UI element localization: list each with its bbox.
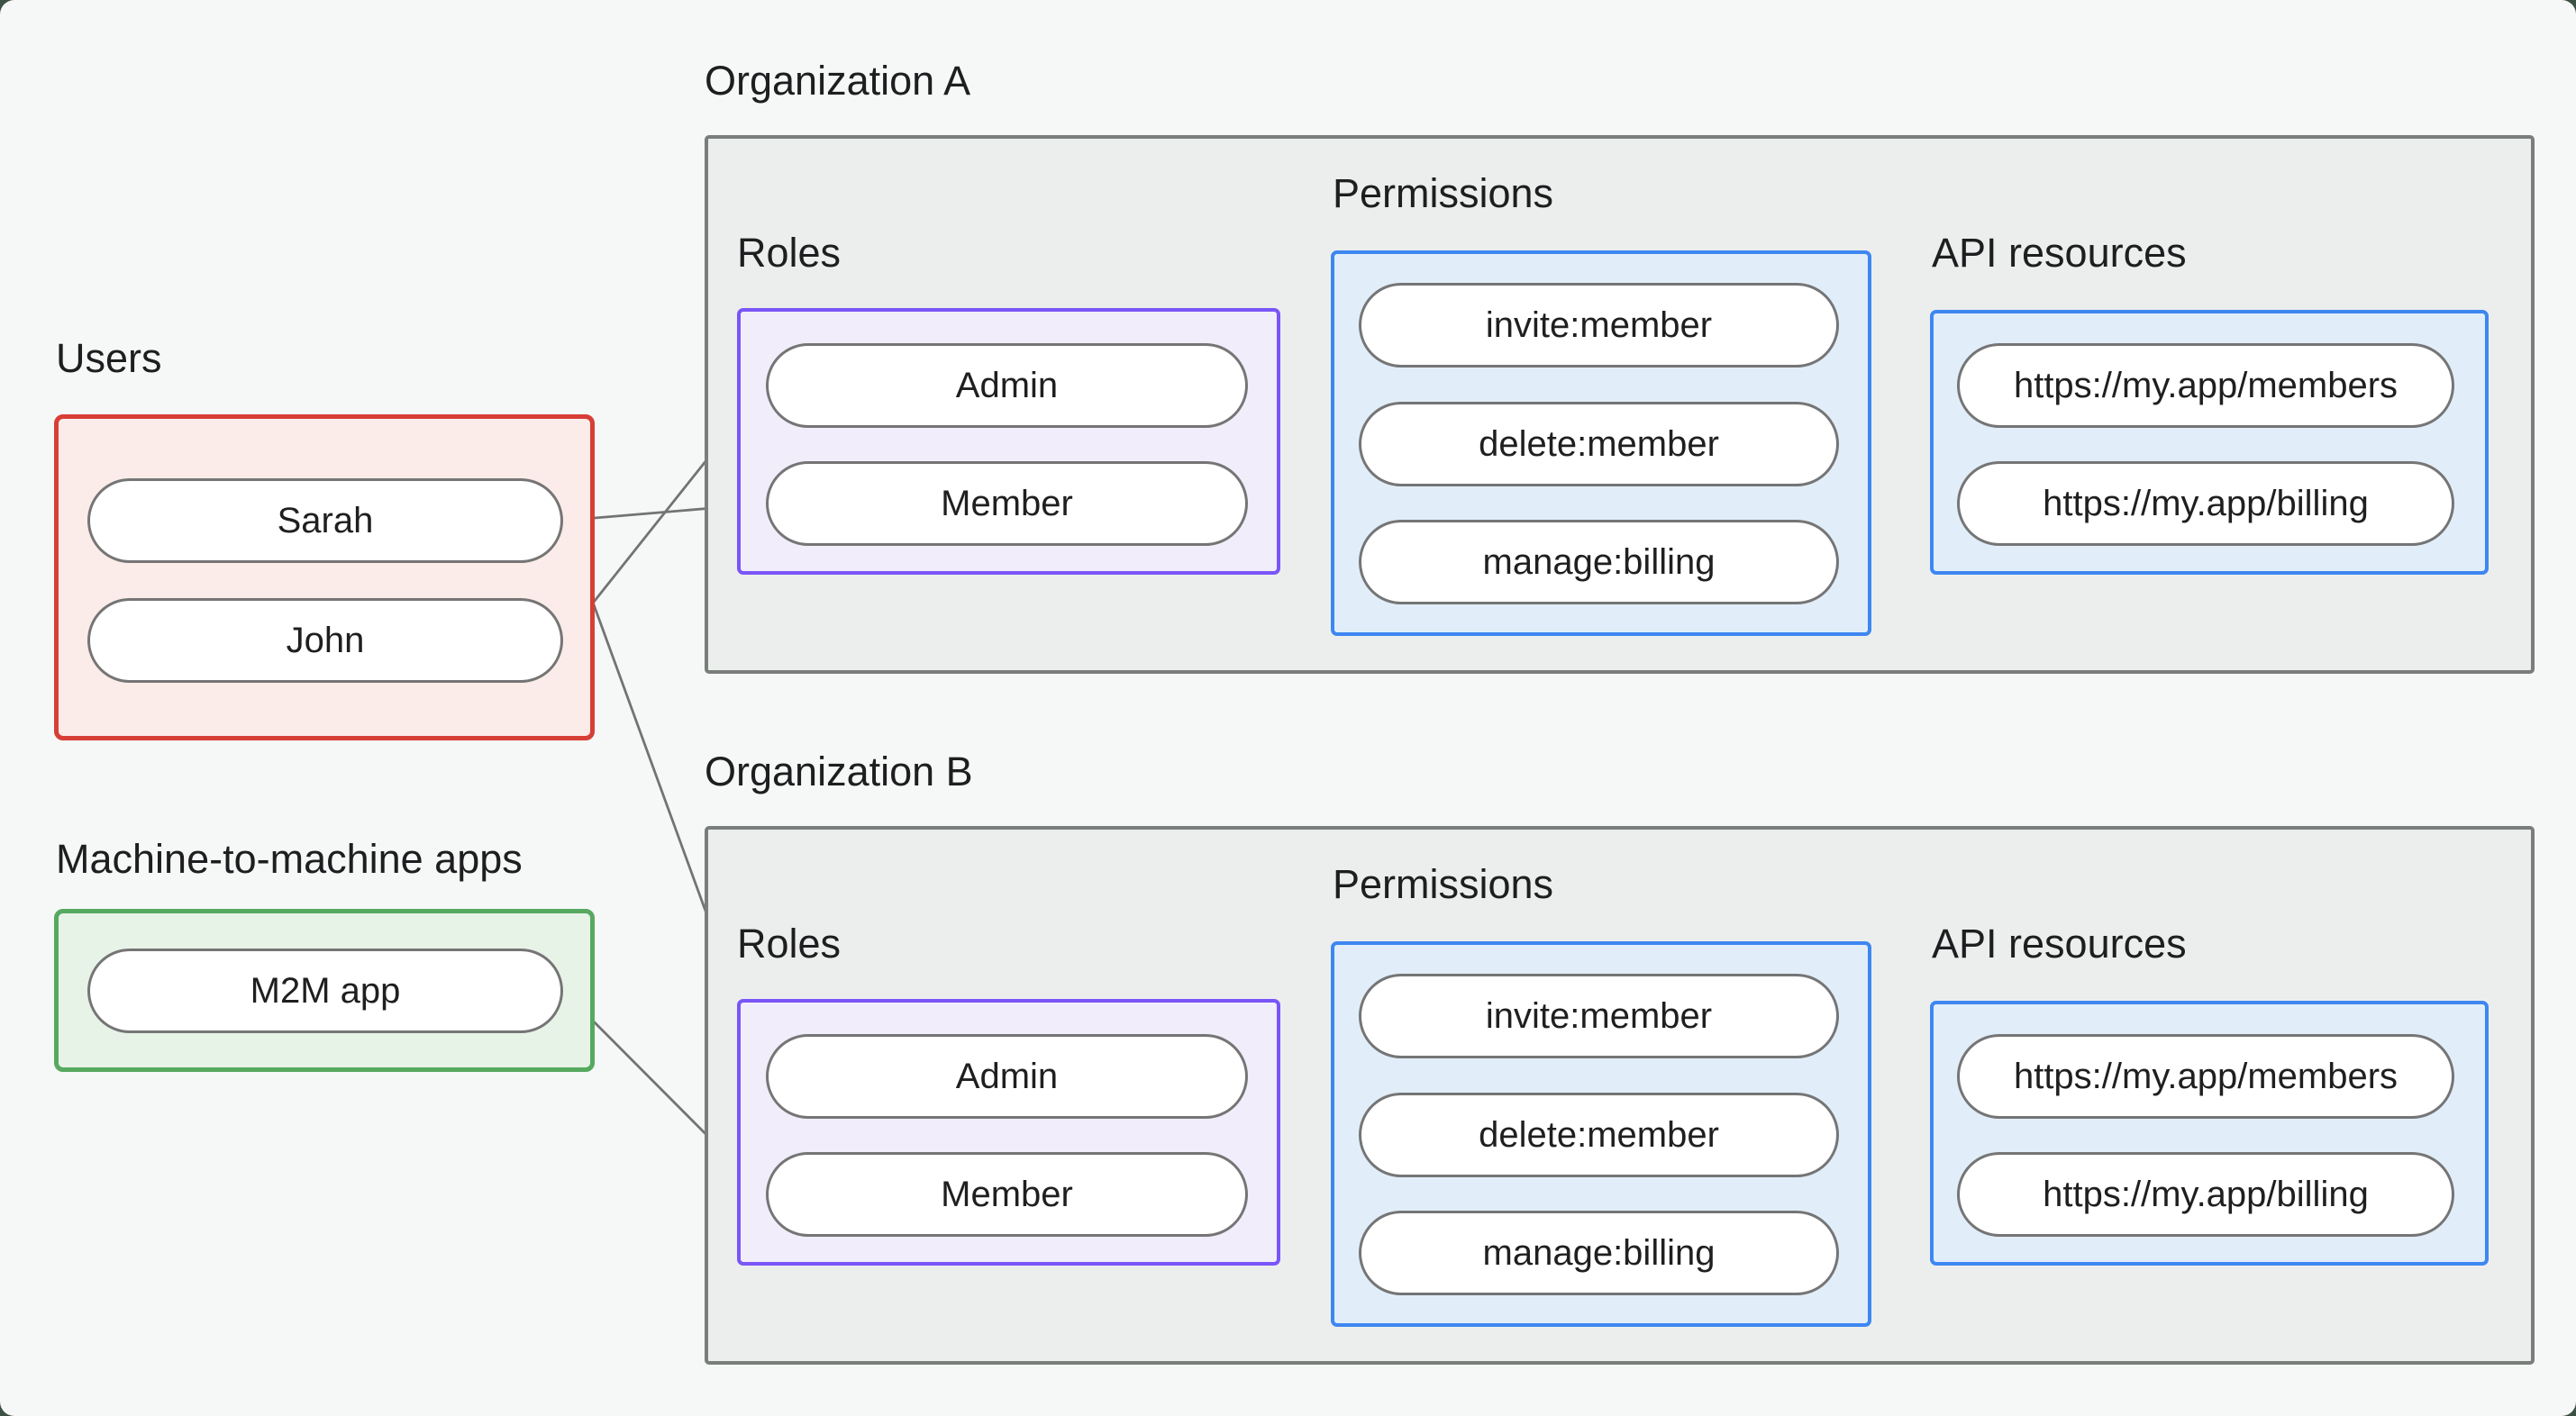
org-b-api-billing: https://my.app/billing xyxy=(1957,1152,2454,1237)
org-b-permissions-label: Permissions xyxy=(1333,861,1554,907)
org-a-role-admin: Admin xyxy=(766,343,1248,428)
org-a-api-members: https://my.app/members xyxy=(1957,343,2454,428)
org-a-api-billing: https://my.app/billing xyxy=(1957,461,2454,546)
org-a-roles-label: Roles xyxy=(737,230,842,276)
org-b-permission-manage-billing: manage:billing xyxy=(1359,1211,1839,1295)
org-b-permission-invite-member: invite:member xyxy=(1359,974,1839,1058)
org-a-permission-delete-member: delete:member xyxy=(1359,402,1839,486)
user-node-sarah: Sarah xyxy=(87,478,563,563)
org-a-label: Organization A xyxy=(705,58,971,104)
org-b-api-resources-label: API resources xyxy=(1932,921,2187,967)
org-b-role-admin: Admin xyxy=(766,1034,1248,1119)
org-a-api-resources-label: API resources xyxy=(1932,230,2187,276)
user-node-john: John xyxy=(87,598,563,683)
m2m-app-node: M2M app xyxy=(87,949,563,1033)
users-group-label: Users xyxy=(56,335,162,381)
m2m-group-label: Machine-to-machine apps xyxy=(56,836,523,882)
org-b-label: Organization B xyxy=(705,749,973,794)
org-a-role-member: Member xyxy=(766,461,1248,546)
org-a-permissions-label: Permissions xyxy=(1333,170,1554,216)
org-b-api-members: https://my.app/members xyxy=(1957,1034,2454,1119)
org-a-permission-manage-billing: manage:billing xyxy=(1359,520,1839,604)
org-b-role-member: Member xyxy=(766,1152,1248,1237)
org-b-permission-delete-member: delete:member xyxy=(1359,1093,1839,1177)
org-b-roles-label: Roles xyxy=(737,921,842,967)
users-group-box xyxy=(54,414,595,740)
org-a-permission-invite-member: invite:member xyxy=(1359,283,1839,368)
